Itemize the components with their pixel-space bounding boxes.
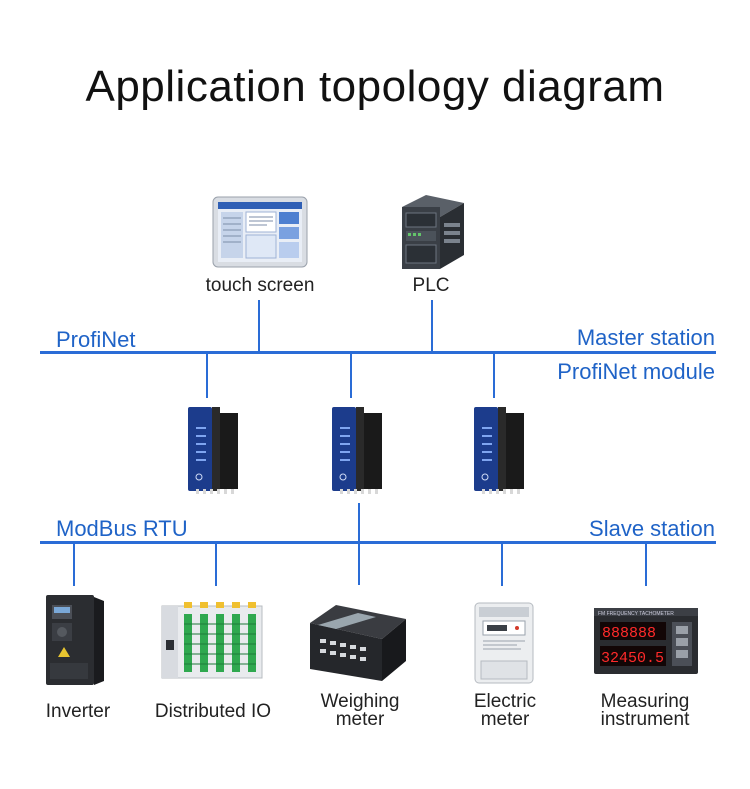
- slave-station-label: Slave station: [589, 516, 715, 541]
- electric-meter-device: [473, 601, 535, 685]
- touch-screen-label: touch screen: [205, 275, 315, 296]
- weighing-meter-device: [306, 603, 410, 683]
- inverter-label: Inverter: [45, 701, 111, 722]
- profinet-label: ProfiNet: [56, 327, 136, 352]
- distributed-io-device: [160, 600, 264, 682]
- profinet-bus-line: [40, 351, 716, 354]
- measuring-instrument-label-line2: instrument: [600, 709, 690, 730]
- touch-screen-device: [212, 196, 308, 268]
- plc-label: PLC: [412, 275, 450, 296]
- master-station-label: Master station: [576, 325, 715, 350]
- module-2-modbus-connector: [358, 503, 360, 585]
- profinet-module-1: [184, 403, 240, 495]
- electric-meter-label-line2: meter: [480, 709, 530, 730]
- profinet-module-3: [470, 403, 526, 495]
- plc-connector: [431, 300, 433, 352]
- meter-bottom-readout: 32450.5: [601, 650, 664, 667]
- electric-meter-connector: [501, 544, 503, 586]
- module-1-connector: [206, 354, 208, 398]
- module-3-connector: [493, 354, 495, 398]
- electric-meter-label-line1: Electric: [473, 691, 537, 712]
- inverter-device: [44, 593, 106, 687]
- plc-device: [396, 193, 466, 271]
- inverter-connector: [73, 544, 75, 586]
- module-2-connector: [350, 354, 352, 398]
- weighing-meter-label-line1: Weighing: [320, 691, 400, 712]
- modbus-bus-line: [40, 541, 716, 544]
- touch-screen-connector: [258, 300, 260, 352]
- measuring-instrument-device: FM FREQUENCY TACHOMETER 888888 32450.5: [592, 606, 700, 676]
- distributed-io-label: Distributed IO: [154, 701, 272, 722]
- measuring-instrument-label-line1: Measuring: [600, 691, 690, 712]
- meter-top-readout: 888888: [602, 625, 656, 642]
- diagram-title: Application topology diagram: [85, 62, 665, 111]
- modbus-rtu-label: ModBus RTU: [56, 516, 188, 541]
- profinet-module-2: [328, 403, 384, 495]
- profinet-module-label: ProfiNet module: [557, 359, 715, 384]
- distributed-io-connector: [215, 544, 217, 586]
- meter-header-text: FM FREQUENCY TACHOMETER: [598, 611, 674, 617]
- measuring-instrument-connector: [645, 544, 647, 586]
- weighing-meter-label-line2: meter: [335, 709, 385, 730]
